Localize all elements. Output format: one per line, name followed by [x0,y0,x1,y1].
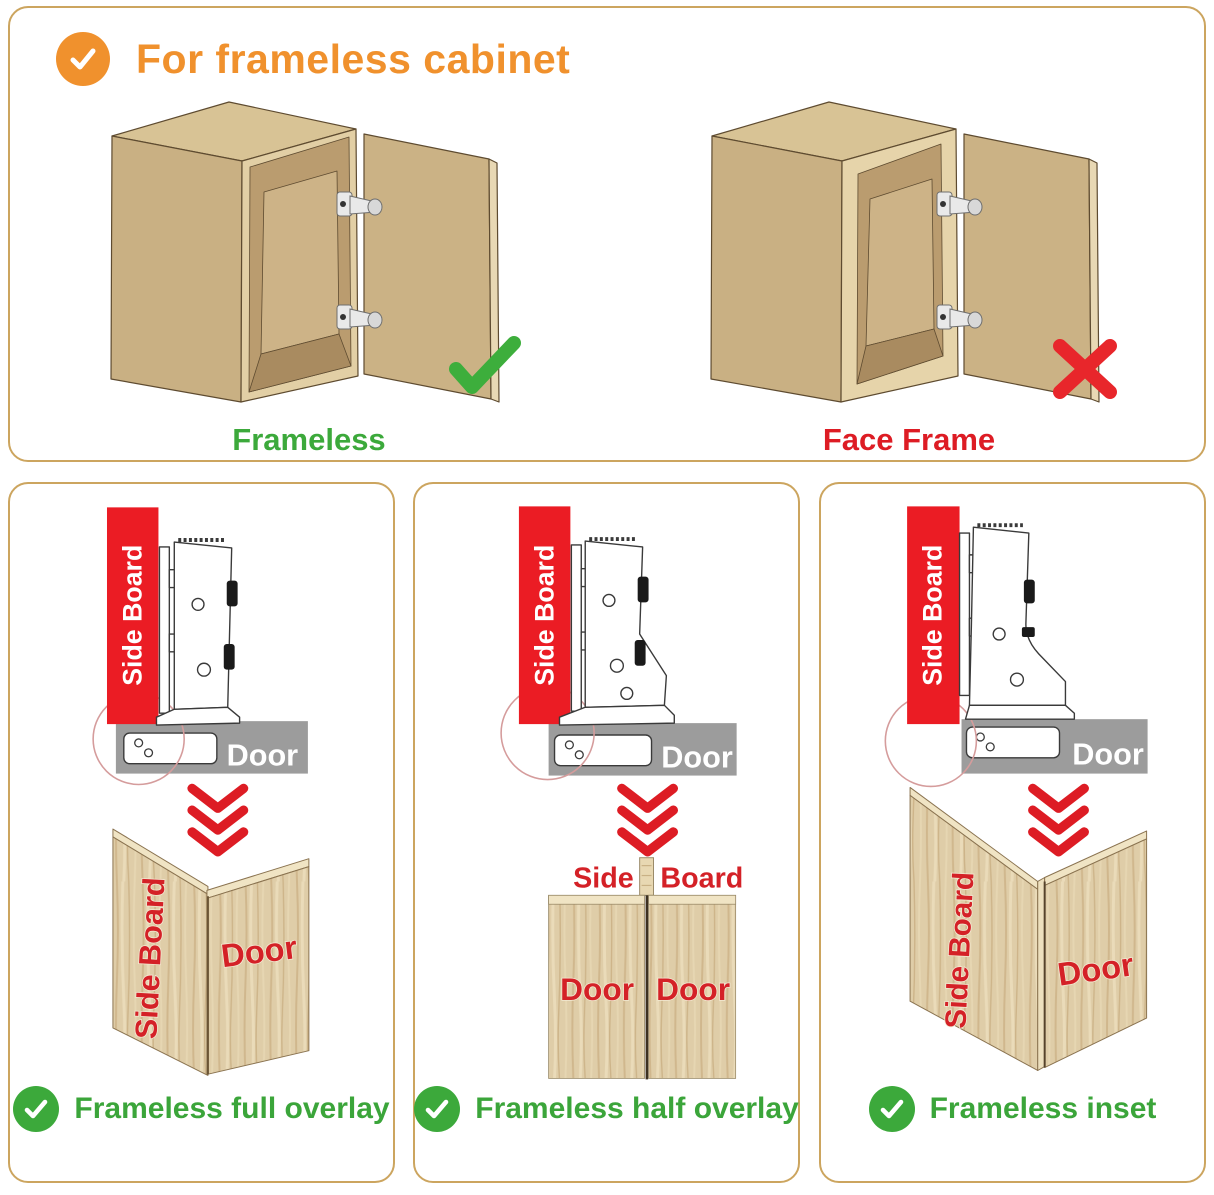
door-label: Door [661,741,733,775]
panel-full-overlay: Door Side Board [8,482,395,1183]
door-label: Door [1072,738,1144,772]
half-overlay-diagram: Door Side Board [500,506,743,1080]
wood-board-label: Board [660,862,743,894]
red-cross-icon [1053,339,1117,399]
wood-half-overlay [548,894,737,1080]
caption-row: Frameless inset [821,1086,1204,1132]
frameless-cabinet-illustration [110,101,521,403]
frameless-label: Frameless [232,422,386,457]
hinge-cup-plate [123,732,218,765]
wood-side-label: Side [573,862,634,894]
cabinet-hinge-icon [336,191,383,217]
page-title: For frameless cabinet [136,35,571,82]
caption-text: Frameless half overlay [475,1092,799,1125]
side-board-section [106,507,159,725]
wood-side-board-label: Side Board [939,871,980,1029]
side-board-edge [639,857,655,896]
cabinet-hinge-icon [936,304,983,330]
inset-diagram: Door Side Board [884,506,1148,1071]
cabinet-hinge-icon [936,191,983,217]
full-overlay-diagram: Door Side Board [92,507,310,1076]
side-board-label: Side Board [530,545,560,686]
triple-chevron-down-icon [187,783,249,857]
caption-text: Frameless full overlay [74,1092,390,1125]
side-board-section [518,506,571,725]
green-check-icon [868,1086,915,1132]
wood-door-right-label: Door [656,971,730,1007]
hinge-cup-plate [553,734,653,767]
header: For frameless cabinet [56,32,570,86]
wood-full-overlay [112,828,310,1076]
wood-inset [909,786,1148,1071]
green-check-icon [449,336,521,394]
panel-inset: Door Side Board [819,482,1206,1183]
triple-chevron-down-icon [1028,783,1089,857]
side-board-label: Side Board [918,545,948,686]
hinge-drawing [558,537,675,726]
orange-check-icon [56,32,110,86]
green-check-icon [13,1086,60,1132]
panel-half-overlay: Door Side Board [413,482,800,1183]
triple-chevron-down-icon [617,783,679,857]
face-frame-cabinet-illustration [710,101,1117,403]
green-check-icon [414,1086,461,1132]
side-board-section [907,506,960,725]
hinge-cup-plate [965,726,1061,759]
caption-text: Frameless inset [929,1092,1157,1125]
caption-row: Frameless full overlay [10,1086,393,1132]
face-frame-label: Face Frame [822,422,996,457]
hinge-drawing [958,523,1076,720]
caption-row: Frameless half overlay [414,1086,799,1132]
cabinet-hinge-icon [336,304,383,330]
top-section-box: For frameless cabinet [8,6,1206,462]
door-label: Door [227,739,299,773]
side-board-label: Side Board [118,545,148,686]
hinge-drawing [155,538,241,726]
wood-door-left-label: Door [560,971,634,1007]
